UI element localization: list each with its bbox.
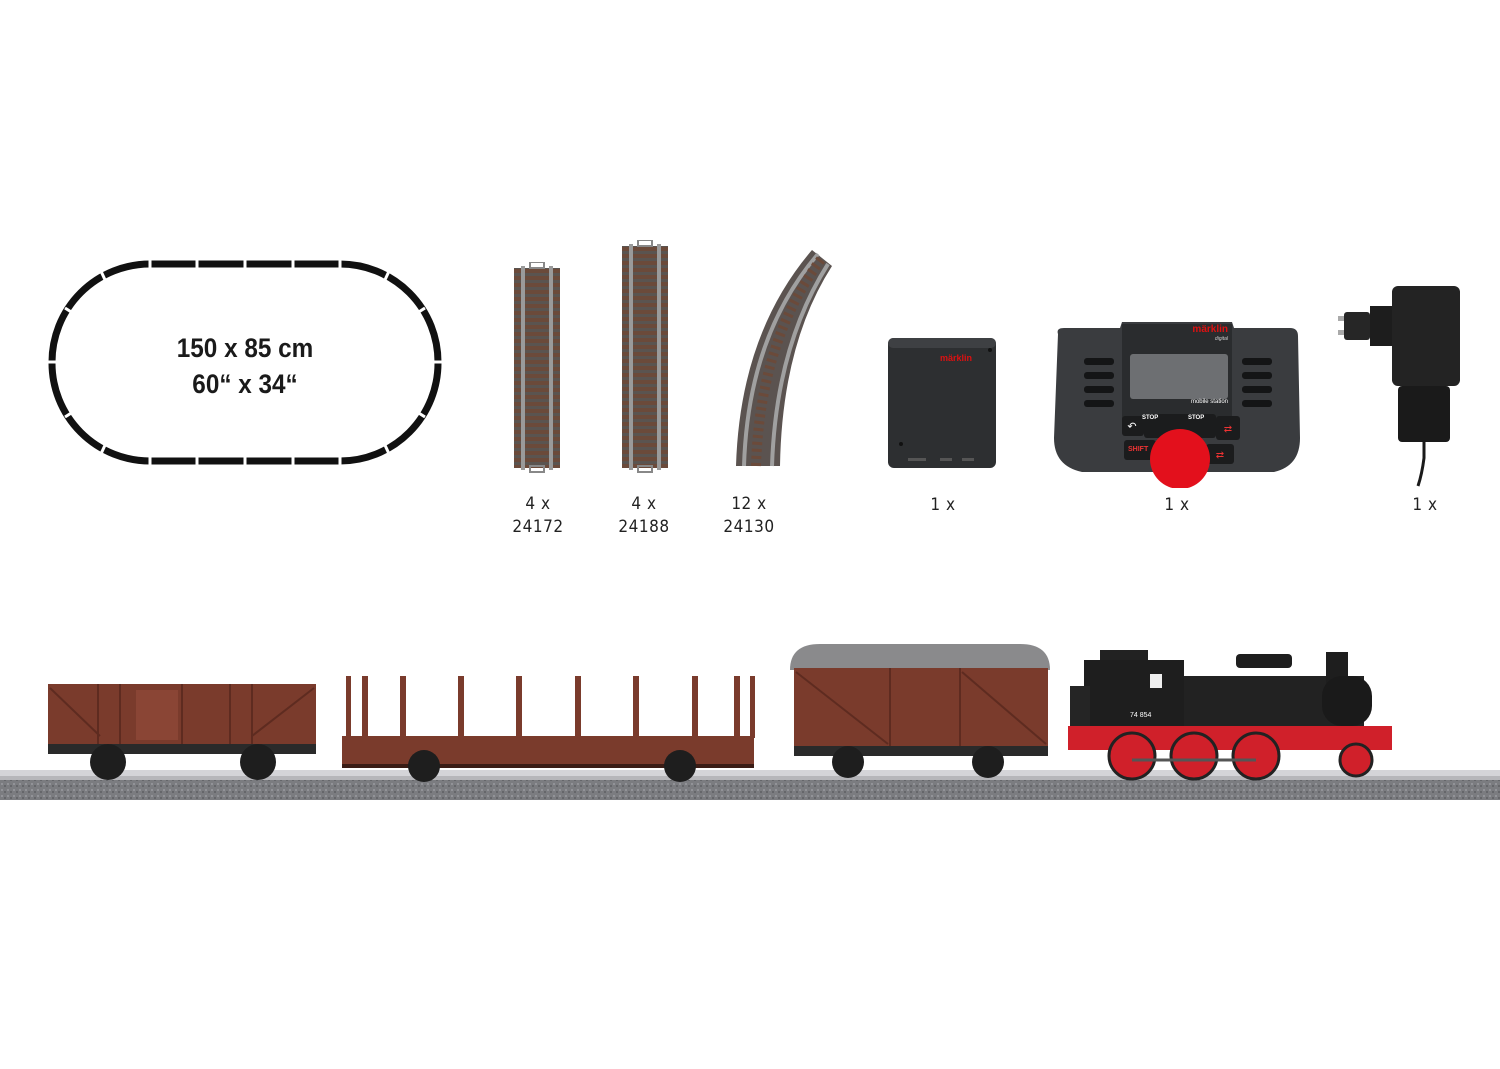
- layout-size-metric: 150 x 85 cm: [176, 333, 314, 363]
- locomotive-number: 74 854: [1130, 712, 1152, 719]
- steam-locomotive: 74 854: [1068, 650, 1392, 781]
- controller-brand-sub: digital: [1214, 336, 1228, 342]
- stake-wagon: [342, 676, 755, 782]
- straight-track-24188-image: [622, 240, 668, 473]
- quantity-label: 4 x: [525, 494, 551, 514]
- controller-brand-logo: märklin: [1192, 324, 1228, 335]
- mobile-station-controller: ↶ ⇄ ⇄ märklin digital mobile station STO…: [1048, 318, 1306, 488]
- svg-text:märklin: märklin: [940, 353, 972, 363]
- controller-model-label: mobile station: [1190, 399, 1228, 405]
- svg-text:⇄: ⇄: [1216, 450, 1224, 461]
- item-number-label: 24130: [723, 517, 775, 537]
- stop-button-right: STOP: [1188, 415, 1205, 421]
- component-label-power-supply: 1 x: [1412, 495, 1438, 515]
- straight-track-24172-image: [514, 262, 560, 473]
- open-goods-wagon: [48, 684, 316, 780]
- shift-button: SHIFT: [1128, 446, 1149, 453]
- item-number-label: 24188: [618, 517, 670, 537]
- component-label-mobile-station: 1 x: [1164, 495, 1190, 515]
- oval-track-layout-diagram: [46, 257, 444, 468]
- component-label-24130: 12 x 24130: [709, 493, 789, 539]
- connector-box-image: märklin: [888, 338, 996, 468]
- component-label-24188: 4 x 24188: [604, 493, 684, 539]
- svg-text:⇄: ⇄: [1224, 424, 1232, 435]
- covered-goods-wagon: [790, 644, 1050, 778]
- curved-track-24130-image: [736, 250, 832, 467]
- layout-size-imperial: 60“ x 34“: [192, 369, 298, 399]
- layout-dimensions: 150 x 85 cm 60“ x 34“: [115, 330, 376, 402]
- quantity-label: 4 x: [631, 494, 657, 514]
- power-supply-image: [1338, 286, 1460, 487]
- quantity-label: 12 x: [731, 494, 767, 514]
- component-label-24172: 4 x 24172: [498, 493, 578, 539]
- track-bed: [0, 770, 1500, 800]
- component-label-connector-box: 1 x: [930, 495, 956, 515]
- mobile-station-body: ↶ ⇄ ⇄: [1054, 322, 1300, 488]
- stop-button-left: STOP: [1142, 415, 1159, 421]
- svg-text:↶: ↶: [1127, 421, 1136, 433]
- train: 74 854: [48, 644, 1392, 782]
- item-number-label: 24172: [512, 517, 564, 537]
